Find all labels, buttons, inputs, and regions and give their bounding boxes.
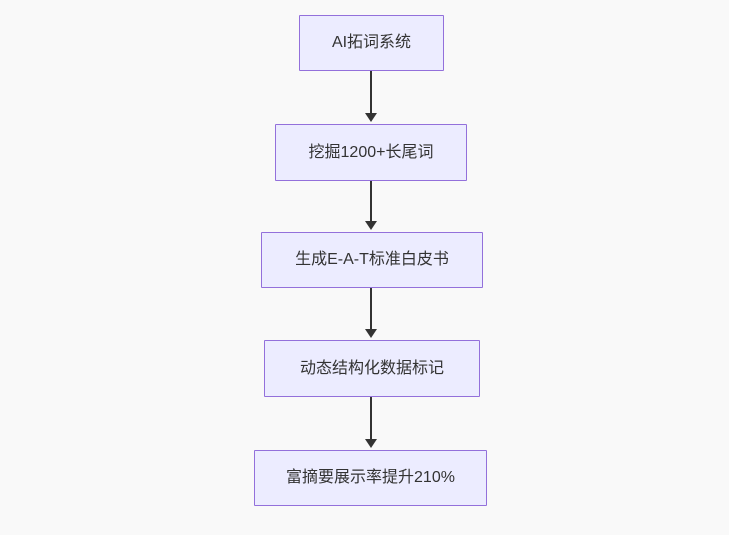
flow-arrow-4	[364, 397, 378, 448]
arrow-line	[370, 181, 372, 223]
arrow-line	[370, 397, 372, 441]
flow-node-rich-snippet-result: 富摘要展示率提升210%	[254, 450, 487, 506]
flow-arrow-2	[364, 181, 378, 230]
flow-node-longtail-mining: 挖掘1200+长尾词	[275, 124, 467, 181]
flow-arrow-3	[364, 288, 378, 338]
flow-node-eat-whitepaper: 生成E-A-T标准白皮书	[261, 232, 483, 288]
flow-node-label: AI拓词系统	[331, 34, 412, 51]
flow-node-label: 动态结构化数据标记	[299, 359, 444, 377]
flow-node-label: 挖掘1200+长尾词	[308, 143, 434, 161]
flow-node-structured-data-markup: 动态结构化数据标记	[264, 340, 480, 397]
arrow-line	[370, 71, 372, 115]
arrowhead-down-icon	[365, 113, 377, 122]
arrowhead-down-icon	[365, 221, 377, 230]
arrow-line	[370, 288, 372, 331]
flow-node-label: 富摘要展示率提升210%	[286, 469, 455, 486]
arrowhead-down-icon	[365, 439, 377, 448]
arrowhead-down-icon	[365, 329, 377, 338]
flow-arrow-1	[364, 71, 378, 122]
flow-node-ai-word-expansion: AI拓词系统	[299, 15, 444, 71]
flow-node-label: 生成E-A-T标准白皮书	[295, 251, 449, 268]
